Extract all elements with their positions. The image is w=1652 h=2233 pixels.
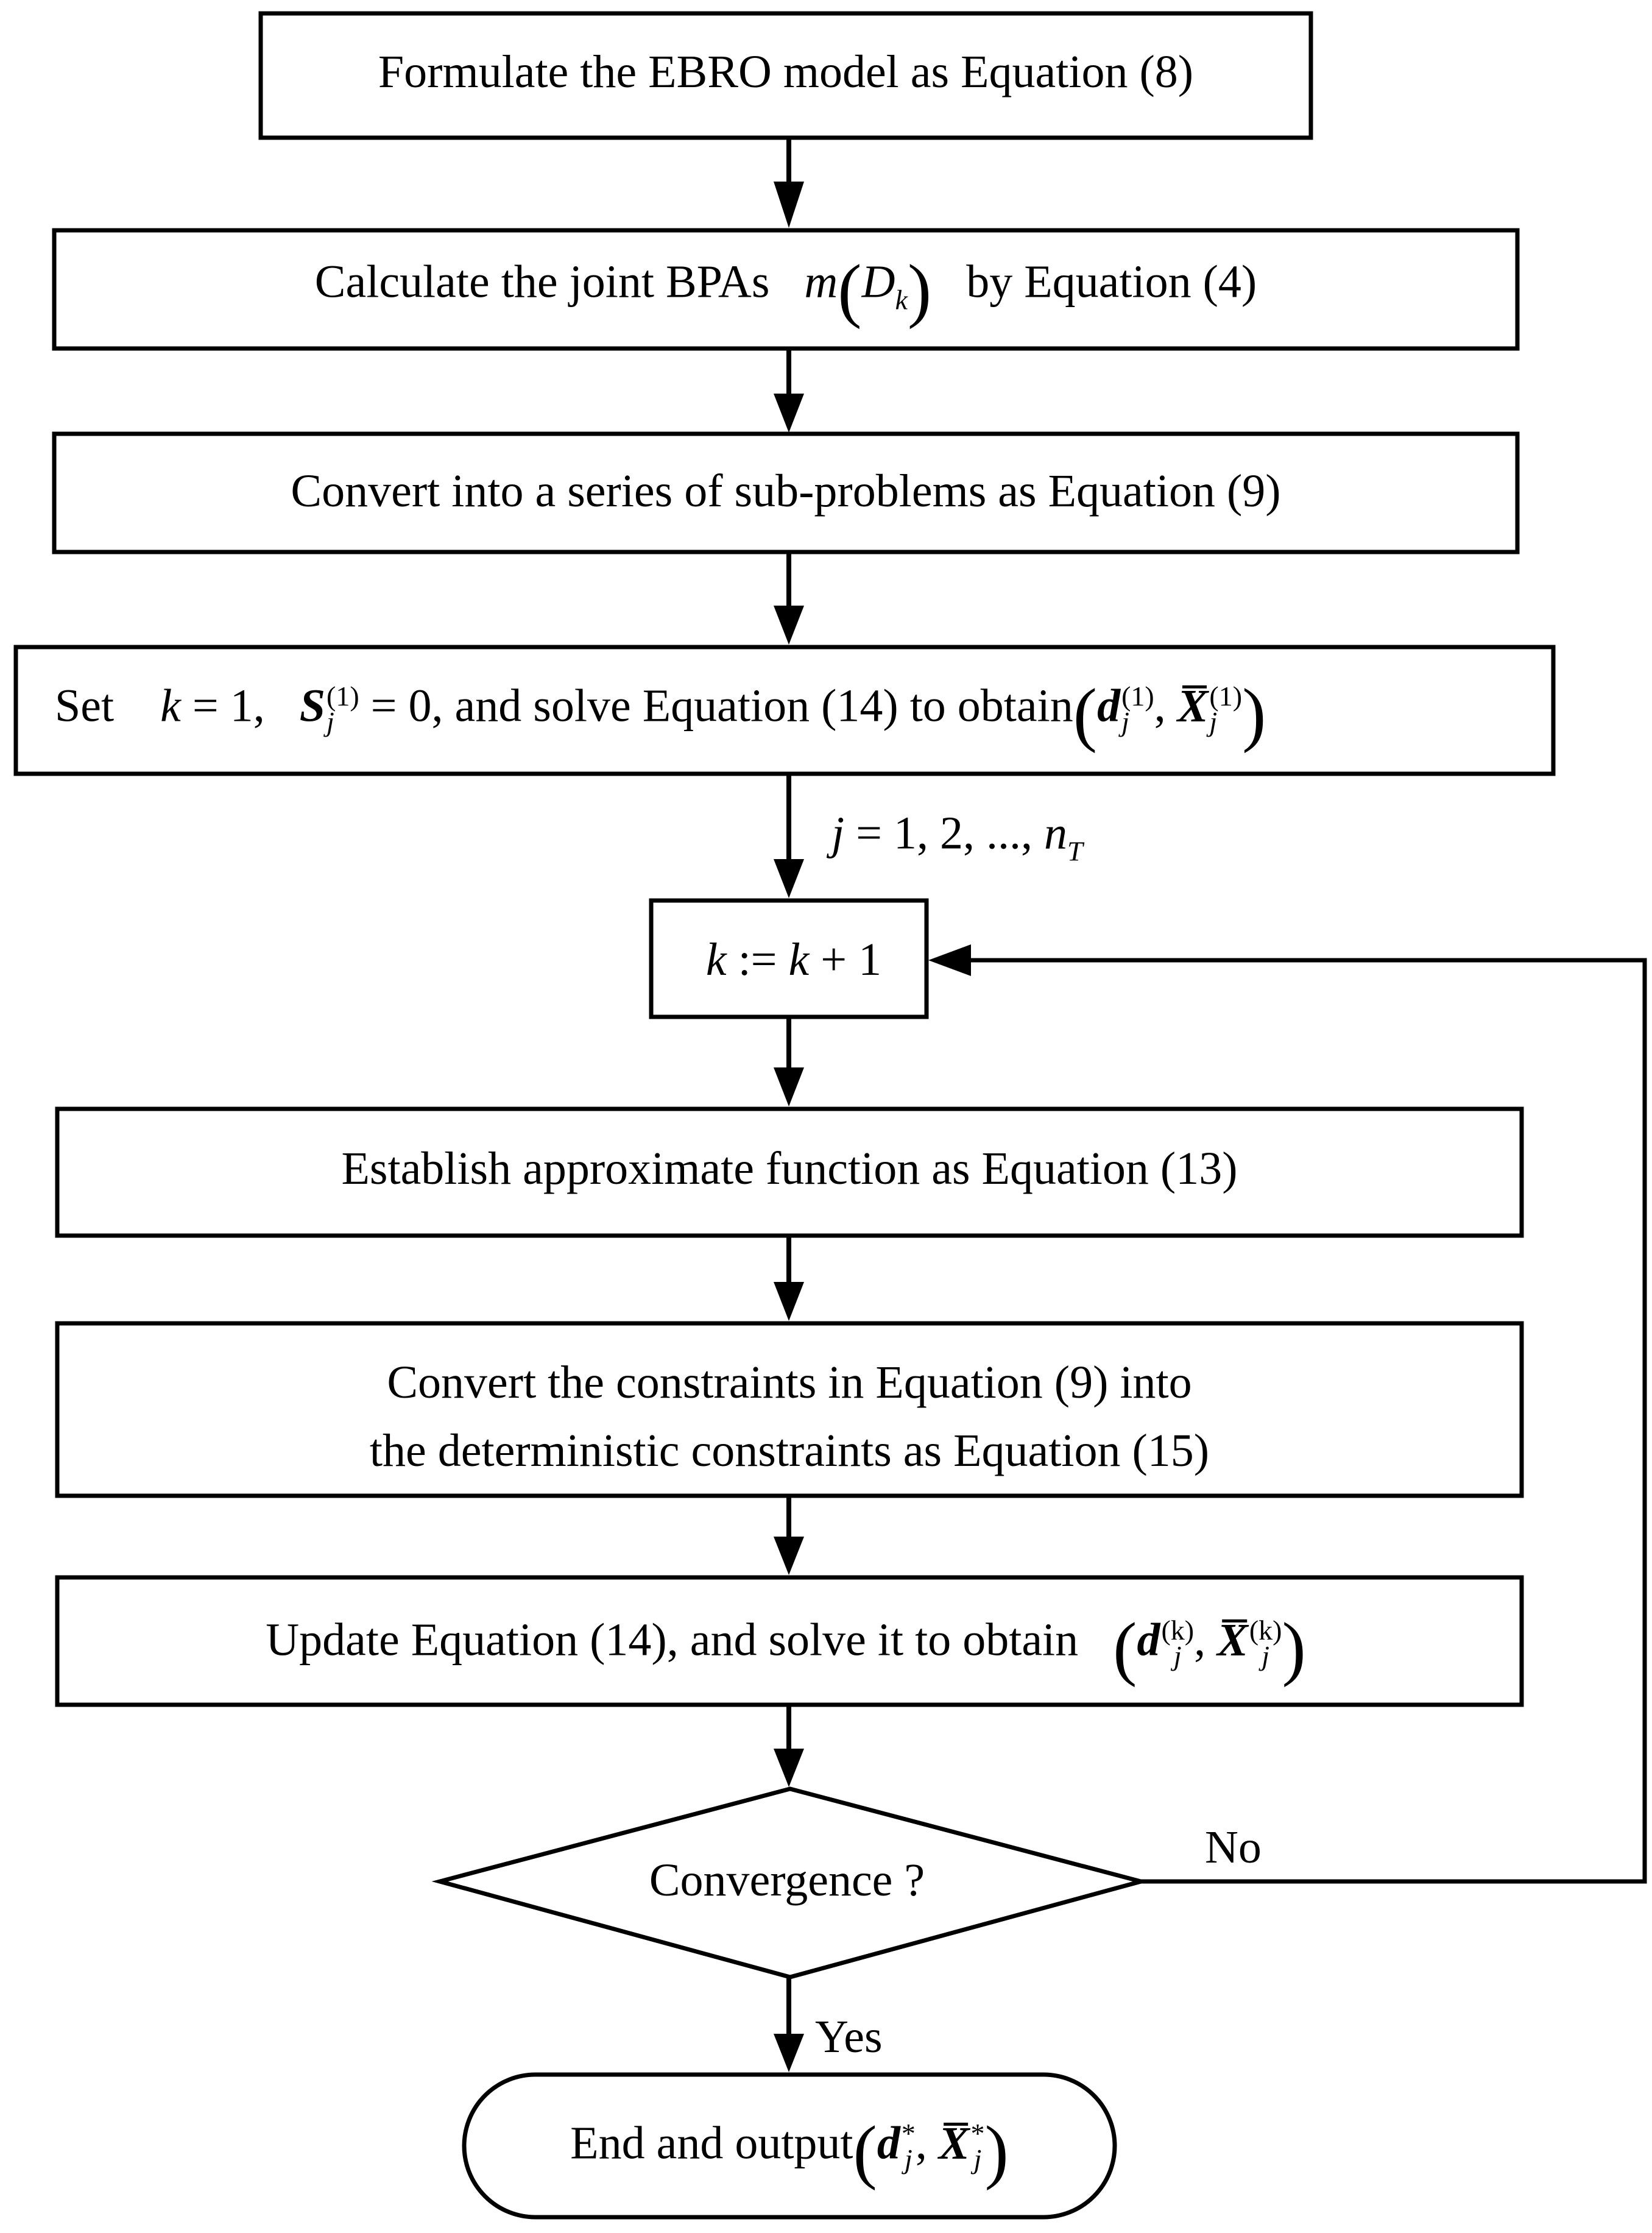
update-comma: , xyxy=(1194,1614,1206,1666)
set-S-sub: j xyxy=(327,706,334,737)
label-formulate: Formulate the EBRO model as Equation (8) xyxy=(378,46,1194,97)
increment-math-k1: k xyxy=(705,934,727,985)
set-text: Set xyxy=(55,680,115,732)
update-text: Update Equation (14), and solve it to ob… xyxy=(266,1614,1079,1666)
set-X-scripts: (1)j xyxy=(1209,682,1242,736)
box-calculate xyxy=(52,228,1520,351)
arrowhead-5 xyxy=(774,1067,804,1106)
arrowhead-4 xyxy=(774,859,804,898)
end-d-scripts: *j xyxy=(902,2120,916,2173)
terminal-end xyxy=(462,2072,1117,2220)
label-convert-constraints-line2: the deterministic constraints as Equatio… xyxy=(369,1425,1210,1476)
arrowhead-2 xyxy=(774,394,804,433)
calculate-paren-close: ) xyxy=(907,249,932,330)
arrowhead-7 xyxy=(774,1537,804,1575)
calculate-math-sub-k: k xyxy=(895,284,908,316)
label-convert-constraints-line1: Convert the constraints in Equation (9) … xyxy=(387,1357,1192,1408)
end-text: End and output xyxy=(570,2117,853,2169)
label-establish: Establish approximate function as Equati… xyxy=(341,1143,1238,1194)
end-d-sub: j xyxy=(904,2143,912,2175)
increment-assign: := xyxy=(738,934,777,985)
label-calculate: Calculate the joint BPAs m(Dk) by Equati… xyxy=(314,253,1257,325)
arrowheads-main xyxy=(774,182,804,2072)
end-math-X: X xyxy=(938,2117,970,2169)
increment-plus-one: + 1 xyxy=(821,934,882,985)
label-set-init: Set k = 1, S(1)j = 0, and solve Equation… xyxy=(55,678,1266,749)
set-text-middle: , and solve Equation (14) to obtain xyxy=(431,680,1073,732)
arrowhead-1 xyxy=(774,182,804,228)
calculate-math-m: m xyxy=(804,256,838,308)
j-range-values: = 1, 2, ..., xyxy=(856,807,1044,859)
arrowhead-9 xyxy=(774,2034,804,2072)
box-convert-sub xyxy=(52,431,1520,554)
set-math-S: S xyxy=(299,680,326,732)
set-math-d: d xyxy=(1097,680,1121,732)
end-paren-close: ) xyxy=(984,2111,1009,2191)
update-d-scripts: (k)j xyxy=(1161,1616,1194,1670)
set-d-sub: j xyxy=(1121,706,1129,737)
update-paren-close: ) xyxy=(1282,1607,1306,1688)
label-convergence: Convergence ? xyxy=(649,1855,925,1906)
label-no: No xyxy=(1205,1822,1262,1873)
label-increment: k := k + 1 xyxy=(706,936,881,983)
update-math-X: X xyxy=(1217,1614,1248,1666)
set-X-sub: j xyxy=(1209,706,1218,737)
set-math-X: X xyxy=(1177,680,1209,732)
set-eq-zero: = 0 xyxy=(370,680,432,732)
label-j-range: j = 1, 2, ..., nT xyxy=(831,810,1083,866)
calculate-text-after: by Equation (4) xyxy=(966,256,1257,308)
end-X-sub: j xyxy=(973,2143,982,2175)
box-formulate xyxy=(258,11,1313,140)
label-yes: Yes xyxy=(815,2011,883,2062)
update-d-sup: (k) xyxy=(1161,1615,1195,1646)
calculate-math-D: D xyxy=(861,256,895,308)
set-X-sup: (1) xyxy=(1209,681,1243,712)
loop-back-arrowhead xyxy=(928,944,971,976)
set-eq-one: = 1, xyxy=(192,680,265,732)
update-math-d: d xyxy=(1137,1614,1160,1666)
label-convert-sub: Convert into a series of sub-problems as… xyxy=(291,465,1281,517)
set-S-sup: (1) xyxy=(327,681,359,712)
set-d-scripts: (1)j xyxy=(1121,682,1154,736)
set-comma: , xyxy=(1154,680,1166,732)
end-math-d: d xyxy=(877,2117,900,2169)
set-S-scripts: (1)j xyxy=(327,682,359,736)
set-paren-close: ) xyxy=(1242,673,1266,754)
update-paren-open: ( xyxy=(1113,1607,1137,1688)
box-set-init xyxy=(13,645,1556,776)
set-paren-open: ( xyxy=(1073,673,1098,754)
update-X-scripts: (k)j xyxy=(1249,1616,1282,1670)
set-math-k: k xyxy=(160,680,181,732)
end-X-sup: * xyxy=(970,2118,985,2149)
arrowhead-6 xyxy=(774,1282,804,1321)
update-X-sup: (k) xyxy=(1249,1615,1282,1646)
calculate-text-before: Calculate the joint BPAs xyxy=(314,256,770,308)
update-X-sub: j xyxy=(1262,1640,1270,1671)
end-X-scripts: *j xyxy=(971,2120,985,2173)
label-end: End and output(d*j, X*j) xyxy=(570,2115,1009,2187)
end-comma: , xyxy=(915,2117,927,2169)
j-range-math-j: j xyxy=(831,807,845,859)
j-range-math-n: n xyxy=(1044,807,1067,859)
label-update: Update Equation (14), and solve it to ob… xyxy=(266,1612,1306,1683)
loop-back-line xyxy=(970,958,1647,1884)
end-d-sup: * xyxy=(901,2118,916,2149)
arrowhead-8 xyxy=(774,1749,804,1787)
increment-math-k2: k xyxy=(788,934,810,985)
j-range-sub-T: T xyxy=(1067,835,1083,867)
end-paren-open: ( xyxy=(853,2111,877,2191)
arrowhead-3 xyxy=(774,606,804,645)
set-d-sup: (1) xyxy=(1121,681,1154,712)
update-d-sub: j xyxy=(1173,1640,1182,1671)
calculate-paren-open: ( xyxy=(838,249,862,330)
